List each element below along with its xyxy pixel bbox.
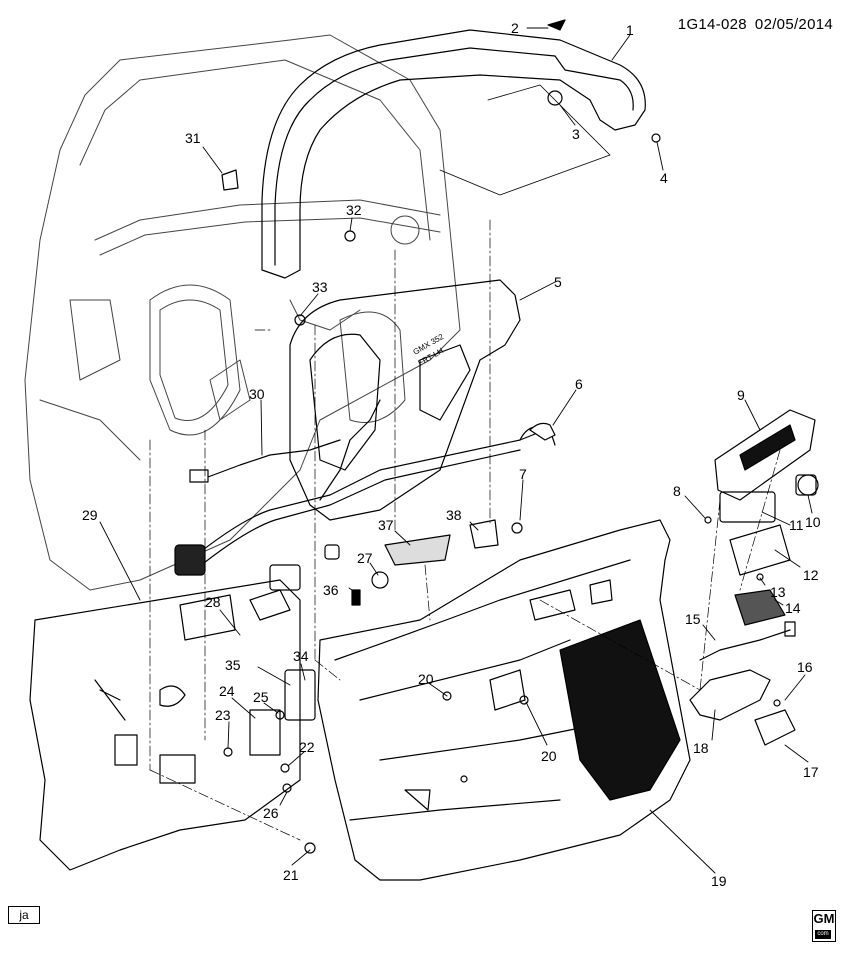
callout-23: 23 bbox=[215, 707, 231, 723]
callout-24: 24 bbox=[219, 683, 235, 699]
alignment-lines bbox=[149, 219, 781, 841]
gm-logo: GM com bbox=[812, 910, 836, 942]
callout-4: 4 bbox=[660, 170, 668, 186]
window-frame-molding bbox=[261, 29, 646, 279]
callout-18: 18 bbox=[693, 740, 709, 756]
callout-26: 26 bbox=[263, 805, 279, 821]
callout-20a: 20 bbox=[418, 671, 434, 687]
callout-12: 12 bbox=[803, 567, 819, 583]
installation-guide-box bbox=[439, 84, 611, 196]
callout-17: 17 bbox=[803, 764, 819, 780]
callout-5: 5 bbox=[554, 274, 562, 290]
callout-10: 10 bbox=[805, 514, 821, 530]
callout-13: 13 bbox=[770, 584, 786, 600]
callout-33: 33 bbox=[312, 279, 328, 295]
callout-31: 31 bbox=[185, 130, 201, 146]
callout-35: 35 bbox=[225, 657, 241, 673]
callout-3: 3 bbox=[572, 126, 580, 142]
callout-34: 34 bbox=[293, 648, 309, 664]
callout-19: 19 bbox=[711, 873, 727, 889]
callout-15: 15 bbox=[685, 611, 701, 627]
switch-assembly bbox=[704, 474, 819, 626]
door-frame-shell bbox=[24, 34, 461, 591]
switch-harness bbox=[699, 621, 796, 661]
illustrator-code-box: ja bbox=[8, 906, 40, 924]
door-trim-panel bbox=[317, 519, 691, 881]
leader-lines bbox=[99, 27, 813, 874]
callout-2: 2 bbox=[511, 20, 519, 36]
callout-21: 21 bbox=[283, 867, 299, 883]
pull-handle-cup bbox=[689, 669, 796, 746]
callout-7: 7 bbox=[519, 466, 527, 482]
callout-38: 38 bbox=[446, 507, 462, 523]
diagram-header: 1G14-028 02/05/2014 bbox=[678, 16, 833, 33]
callout-22: 22 bbox=[299, 739, 315, 755]
callout-27: 27 bbox=[357, 550, 373, 566]
diagram-id: 1G14-028 bbox=[677, 16, 747, 33]
water-deflector-sheet bbox=[29, 579, 301, 871]
callout-8: 8 bbox=[673, 483, 681, 499]
window-switch-bezel bbox=[714, 409, 816, 501]
wiring-harness bbox=[174, 399, 556, 576]
callout-6: 6 bbox=[575, 376, 583, 392]
gm-logo-subtext: com bbox=[815, 930, 831, 939]
callout-30: 30 bbox=[249, 386, 265, 402]
callout-9: 9 bbox=[737, 387, 745, 403]
callout-1: 1 bbox=[626, 22, 634, 38]
callout-14: 14 bbox=[785, 600, 801, 616]
callout-labels: 1 2 3 4 5 6 7 8 9 10 11 12 13 14 15 16 1… bbox=[82, 20, 821, 889]
callout-37: 37 bbox=[378, 517, 394, 533]
diagram-date: 02/05/2014 bbox=[754, 16, 833, 33]
callout-20b: 20 bbox=[541, 748, 557, 764]
callout-29: 29 bbox=[82, 507, 98, 523]
gm-logo-text: GM bbox=[813, 911, 835, 926]
callout-16: 16 bbox=[797, 659, 813, 675]
callout-11: 11 bbox=[789, 517, 804, 533]
callout-32: 32 bbox=[346, 202, 362, 218]
callout-28: 28 bbox=[205, 594, 221, 610]
callout-36: 36 bbox=[323, 582, 339, 598]
callout-25: 25 bbox=[253, 689, 269, 705]
